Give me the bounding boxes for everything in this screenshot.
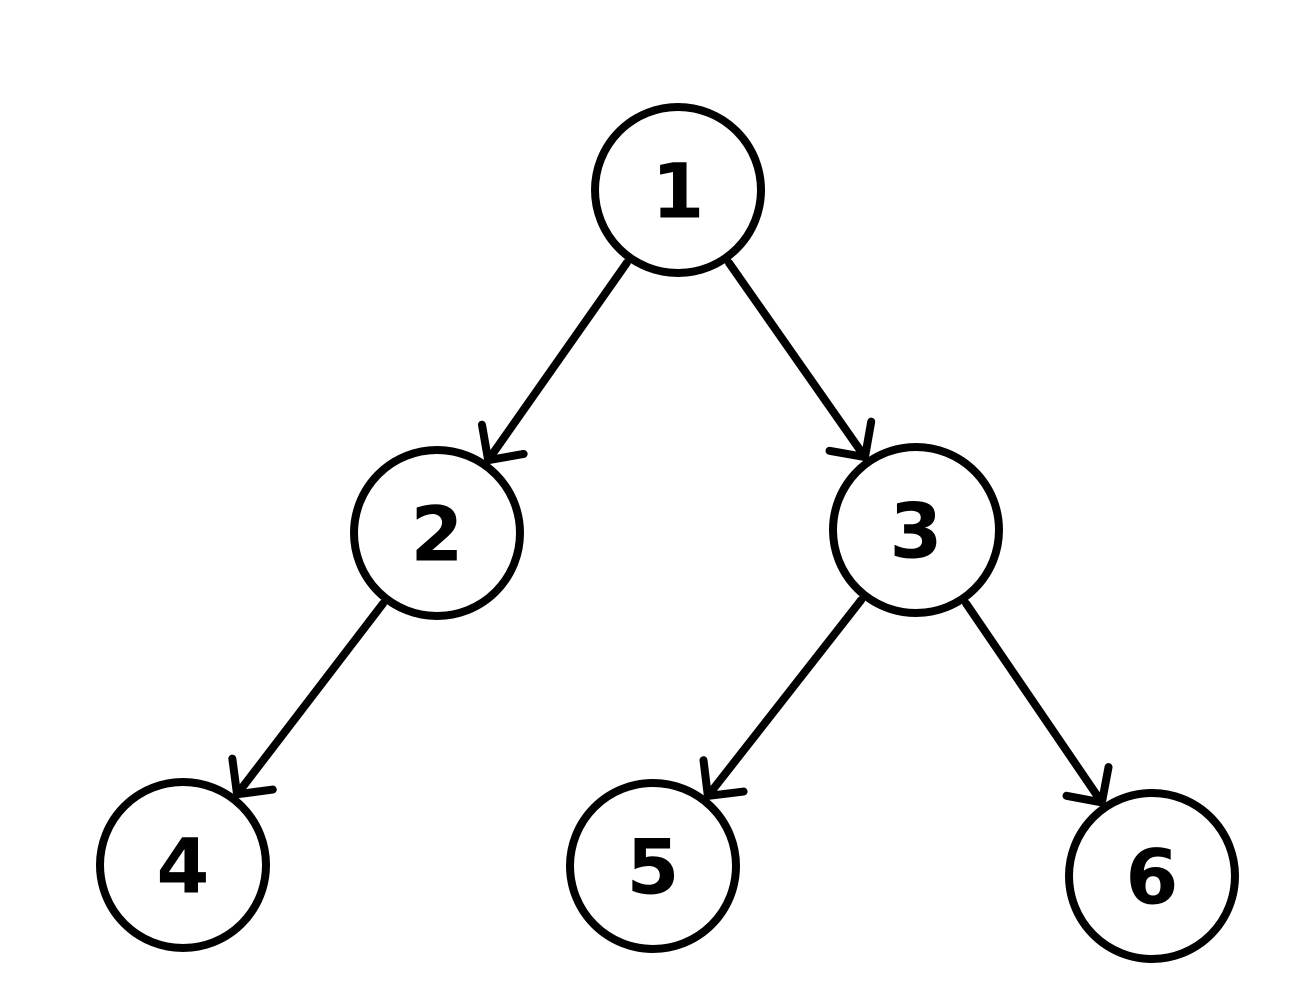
node-label-4: 4 [157,821,210,910]
node-label-1: 1 [652,146,705,235]
arrowhead-barb-3-5-1 [699,756,712,800]
node-circle-5 [566,779,740,953]
arrowhead-barb-2-4-1 [228,754,242,799]
arrowhead-barb-3-5-2 [703,787,748,800]
node-label-3: 3 [890,486,943,575]
edge-1-3 [725,258,876,462]
tree-node-2: 2 [350,446,524,620]
tree-node-5: 5 [566,779,740,953]
node-circle-1 [591,103,765,277]
edge-3-6 [962,599,1113,807]
node-circle-2 [350,446,524,620]
arrowhead-barb-1-2-2 [484,449,528,465]
tree-node-4: 4 [96,778,270,952]
edge-line-1-3 [725,258,869,462]
edge-1-2 [477,258,631,465]
arrowhead-barb-1-2-1 [477,420,493,465]
node-circle-6 [1065,789,1239,963]
edge-3-5 [699,596,866,800]
node-circle-3 [829,443,1003,617]
tree-node-1: 1 [591,103,765,277]
node-label-6: 6 [1126,832,1179,921]
arrowhead-barb-3-6-1 [1062,791,1106,807]
edge-line-3-5 [703,596,866,800]
node-label-2: 2 [411,489,464,578]
edge-line-2-4 [233,599,387,799]
edge-line-3-6 [962,599,1106,807]
node-label-5: 5 [627,822,680,911]
node-circle-4 [96,778,270,952]
arrowhead-barb-2-4-2 [233,785,277,799]
arrowhead-barb-1-3-2 [860,417,876,462]
tree-node-6: 6 [1065,789,1239,963]
tree-node-3: 3 [829,443,1003,617]
arrowhead-barb-3-6-2 [1097,763,1113,807]
arrowhead-barb-1-3-1 [825,446,869,462]
edge-2-4 [228,599,387,799]
edge-line-1-2 [484,258,631,465]
